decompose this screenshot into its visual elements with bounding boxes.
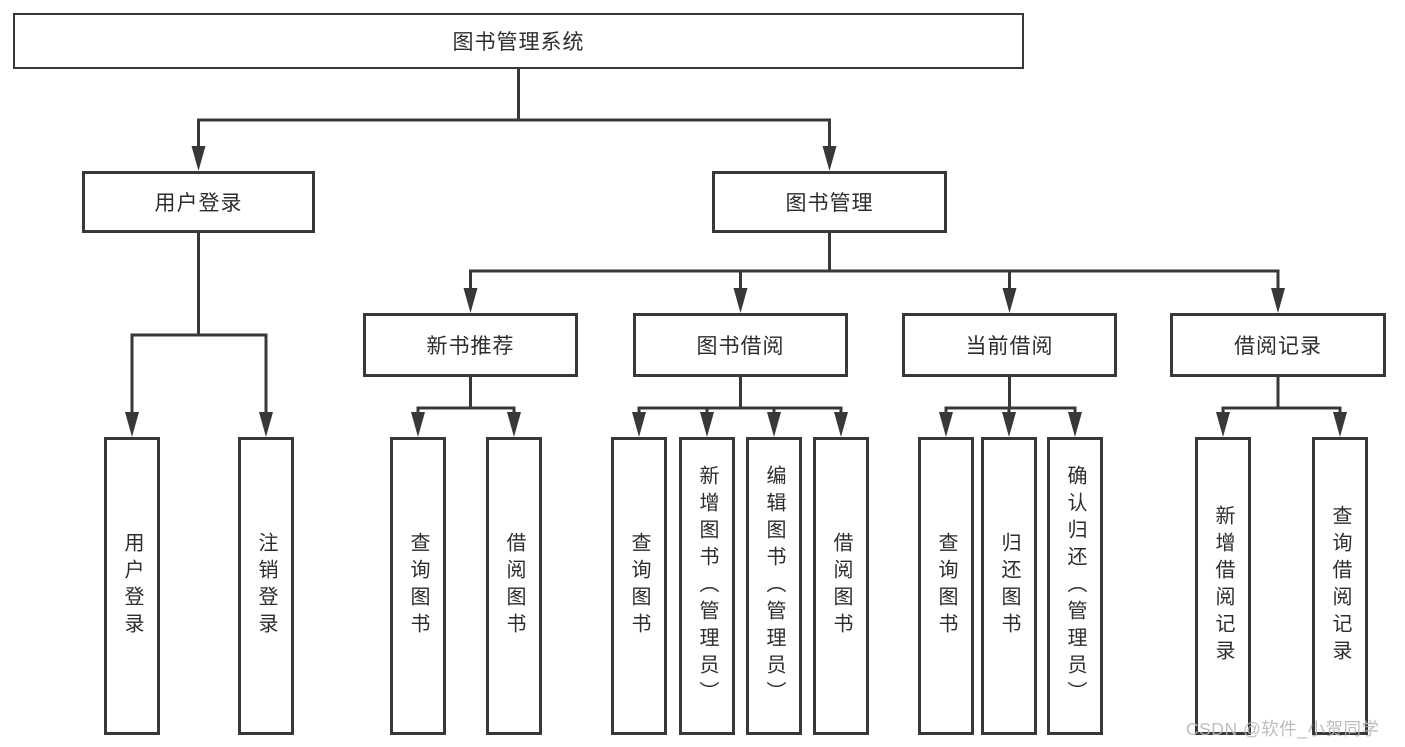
leaf-recommend-borrow-books: 借阅图书 (486, 437, 542, 735)
node-user-login: 用户登录 (82, 171, 315, 233)
node-label: 查询图书 (407, 532, 429, 640)
node-label: 新增图书（管理员） (696, 464, 718, 708)
node-label: 图书管理系统 (452, 31, 585, 54)
arrowheads (125, 146, 1347, 437)
node-label: 查询图书 (935, 532, 957, 640)
leaf-current-confirm-return-admin: 确认归还（管理员） (1047, 437, 1103, 735)
node-label: 借阅图书 (830, 532, 852, 640)
connector-user-login-children (130, 233, 268, 416)
node-label: 借阅图书 (503, 532, 525, 640)
node-label: 用户登录 (154, 192, 243, 215)
leaf-current-return-books: 归还图书 (981, 437, 1037, 735)
node-book-borrow: 图书借阅 (633, 313, 848, 377)
node-label: 查询借阅记录 (1329, 505, 1351, 667)
node-label: 新书推荐 (426, 335, 515, 358)
node-label: 借阅记录 (1234, 335, 1322, 358)
leaf-current-query-books: 查询图书 (918, 437, 974, 735)
leaf-logout: 注销登录 (238, 437, 294, 735)
node-label: 图书借阅 (696, 335, 785, 358)
node-library-management-system: 图书管理系统 (13, 13, 1024, 69)
leaf-record-add-borrow-record: 新增借阅记录 (1195, 437, 1251, 735)
leaf-user-login: 用户登录 (104, 437, 160, 735)
leaf-borrow-add-books-admin: 新增图书（管理员） (679, 437, 735, 735)
node-label: 新增借阅记录 (1212, 505, 1234, 667)
node-label: 注销登录 (255, 532, 277, 640)
node-label: 编辑图书（管理员） (763, 464, 785, 708)
node-label: 用户登录 (121, 532, 143, 640)
connector-root-to-level2 (197, 69, 831, 150)
node-new-book-recommend: 新书推荐 (363, 313, 578, 377)
leaf-borrow-edit-books-admin: 编辑图书（管理员） (746, 437, 802, 735)
node-label: 查询图书 (628, 532, 650, 640)
node-borrow-record: 借阅记录 (1170, 313, 1386, 377)
node-book-management: 图书管理 (712, 171, 947, 233)
connector-new-book-recommend-children (416, 377, 516, 416)
connector-book-borrow-children (637, 377, 843, 416)
connector-borrow-record-children (1221, 377, 1342, 416)
leaf-recommend-query-books: 查询图书 (390, 437, 446, 735)
leaf-record-query-borrow-record: 查询借阅记录 (1312, 437, 1368, 735)
connector-current-borrow-children (944, 377, 1077, 416)
node-current-borrow: 当前借阅 (902, 313, 1117, 377)
node-label: 图书管理 (785, 192, 874, 215)
node-label: 当前借阅 (965, 335, 1054, 358)
leaf-borrow-query-books: 查询图书 (611, 437, 667, 735)
leaf-borrow-borrow-books: 借阅图书 (813, 437, 869, 735)
csdn-watermark: CSDN @软件_小贺同学 (1186, 719, 1380, 739)
node-label: 确认归还（管理员） (1064, 464, 1086, 708)
connector-book-management-children (469, 233, 1280, 292)
node-label: 归还图书 (998, 532, 1020, 640)
